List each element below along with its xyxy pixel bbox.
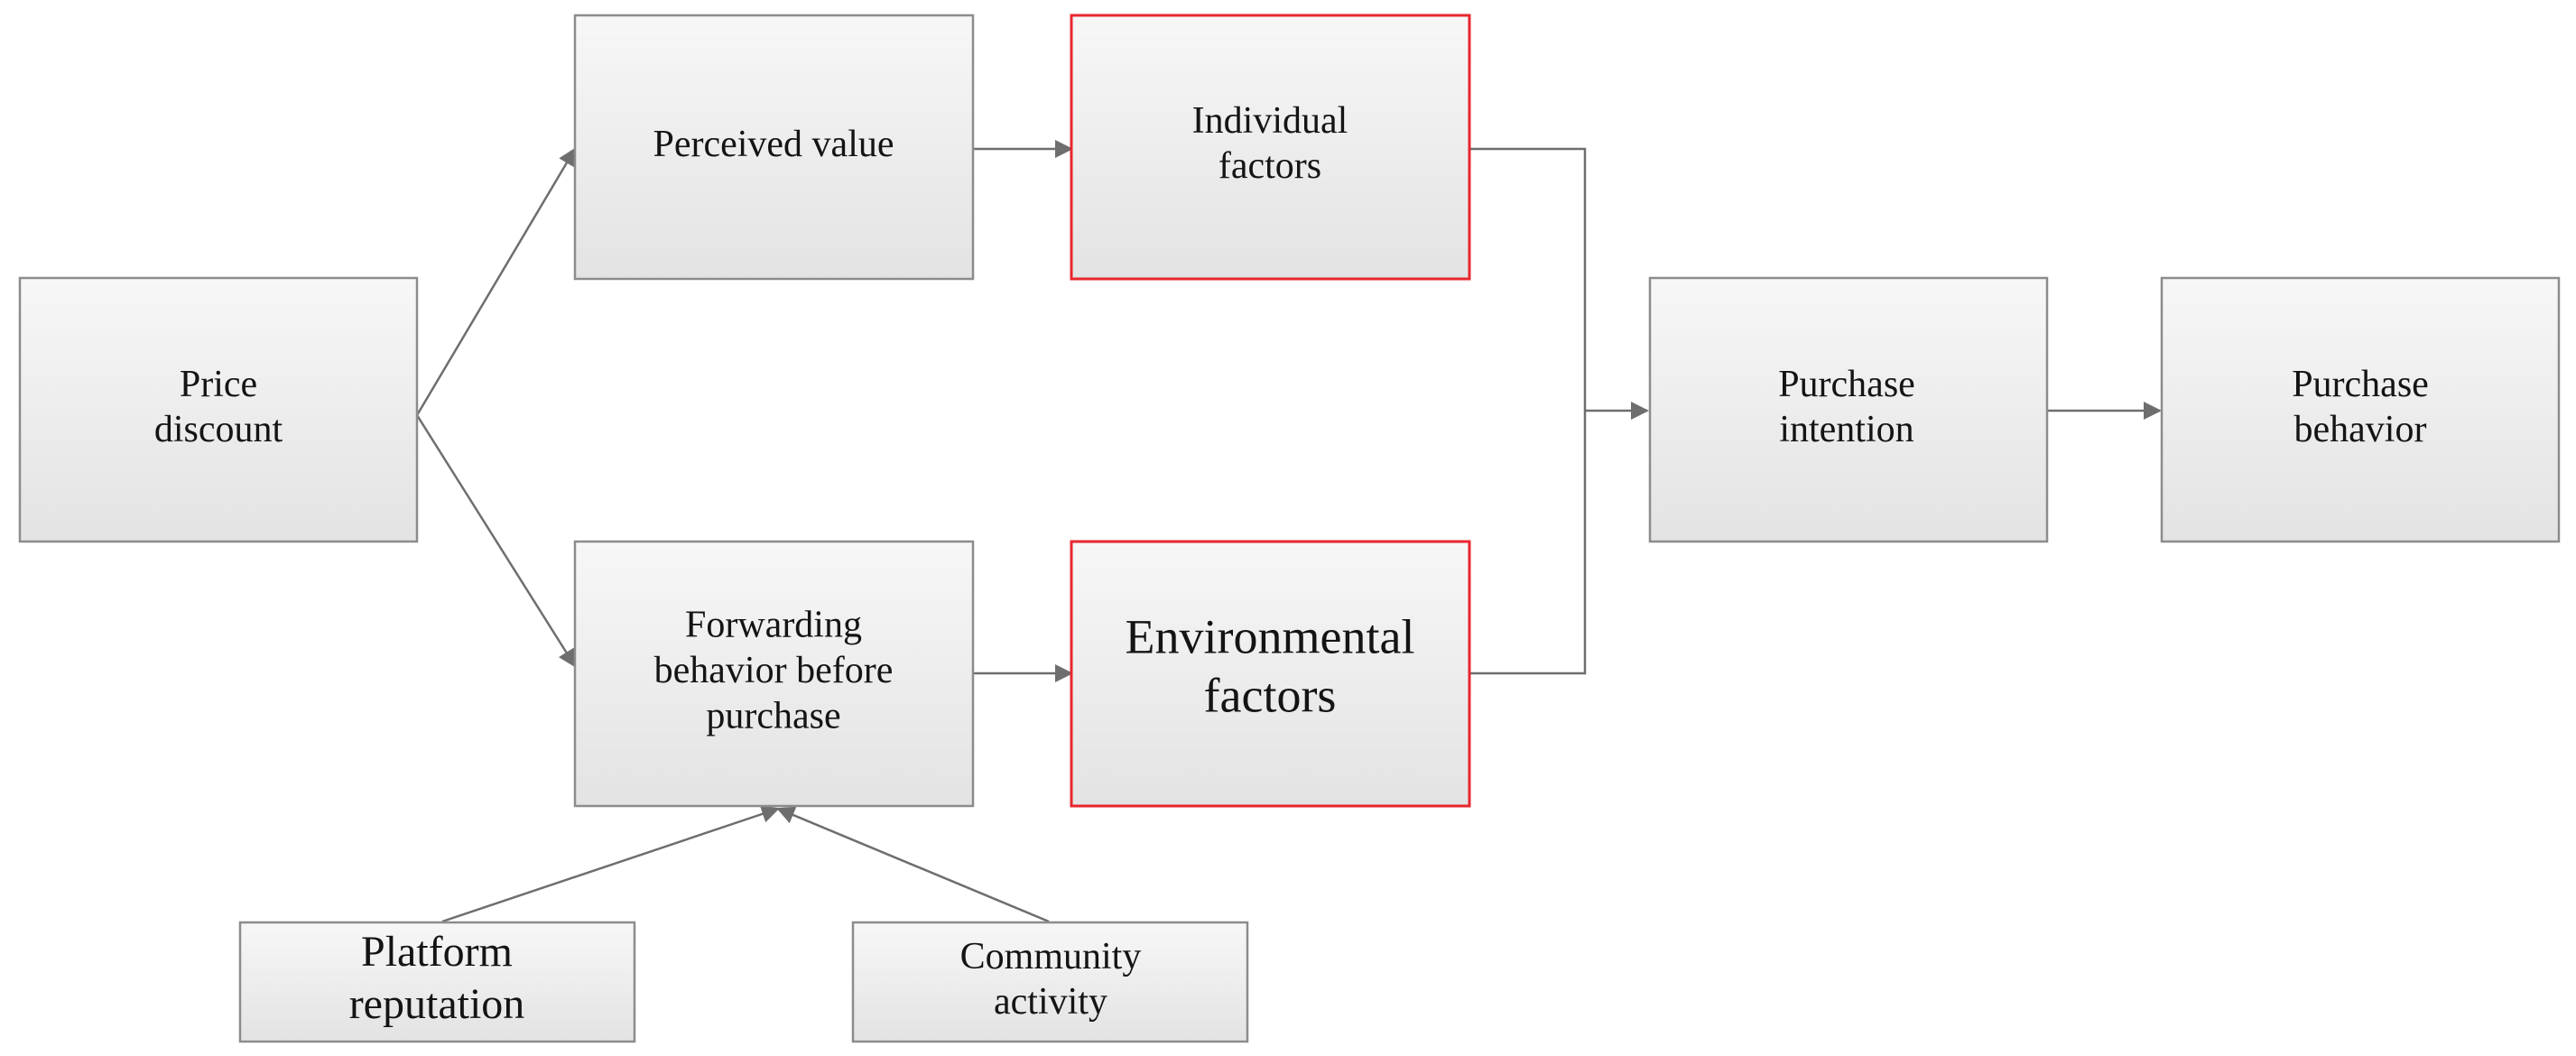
forwarding-behavior-line: purchase	[706, 695, 840, 736]
connector-individual-factors-to-junction	[1469, 147, 1587, 411]
platform-reputation-line: reputation	[349, 980, 525, 1028]
arrow-price-to-forwarding	[415, 414, 577, 668]
price-discount-label: Price discount	[154, 363, 283, 449]
perceived-value-label: Perceived value	[653, 124, 894, 165]
forwarding-behavior-line: behavior before	[654, 650, 894, 691]
purchase-intention-line: Purchase	[1778, 363, 1915, 404]
connector-environmental-factors-to-junction	[1469, 411, 1587, 675]
environmental-factors-line: Environmental	[1126, 610, 1415, 664]
individual-factors-line: factors	[1219, 145, 1321, 187]
purchase-intention-line: intention	[1779, 409, 1913, 450]
forwarding-behavior-line: Forwarding	[685, 604, 862, 645]
purchase-behavior-line: Purchase	[2292, 363, 2429, 404]
platform-reputation-line: Platform	[361, 928, 513, 976]
perceived-value-node: Perceived value	[573, 14, 975, 281]
community-activity-line: Community	[960, 935, 1142, 977]
arrow-price-to-perceived-value	[415, 147, 577, 416]
community-activity-line: activity	[994, 981, 1107, 1023]
purchase-intention-label: Purchase intention	[1778, 363, 1915, 449]
perceived-value-line: Perceived value	[653, 124, 894, 165]
purchase-behavior-node: Purchase behavior	[2160, 276, 2561, 543]
environmental-factors-line: factors	[1204, 669, 1337, 723]
purchase-intention-node: Purchase intention	[1648, 276, 2049, 543]
price-discount-line: Price	[180, 363, 257, 404]
purchase-behavior-line: behavior	[2294, 409, 2427, 450]
connectors	[415, 140, 2162, 923]
arrow-community-activity-to-forwarding	[776, 806, 1050, 923]
purchase-behavior-label: Purchase behavior	[2292, 363, 2429, 449]
individual-factors-line: Individual	[1192, 99, 1348, 141]
price-discount-line: discount	[154, 409, 283, 450]
price-discount-node: Price discount	[18, 276, 419, 543]
arrow-platform-reputation-to-forwarding	[441, 805, 780, 923]
